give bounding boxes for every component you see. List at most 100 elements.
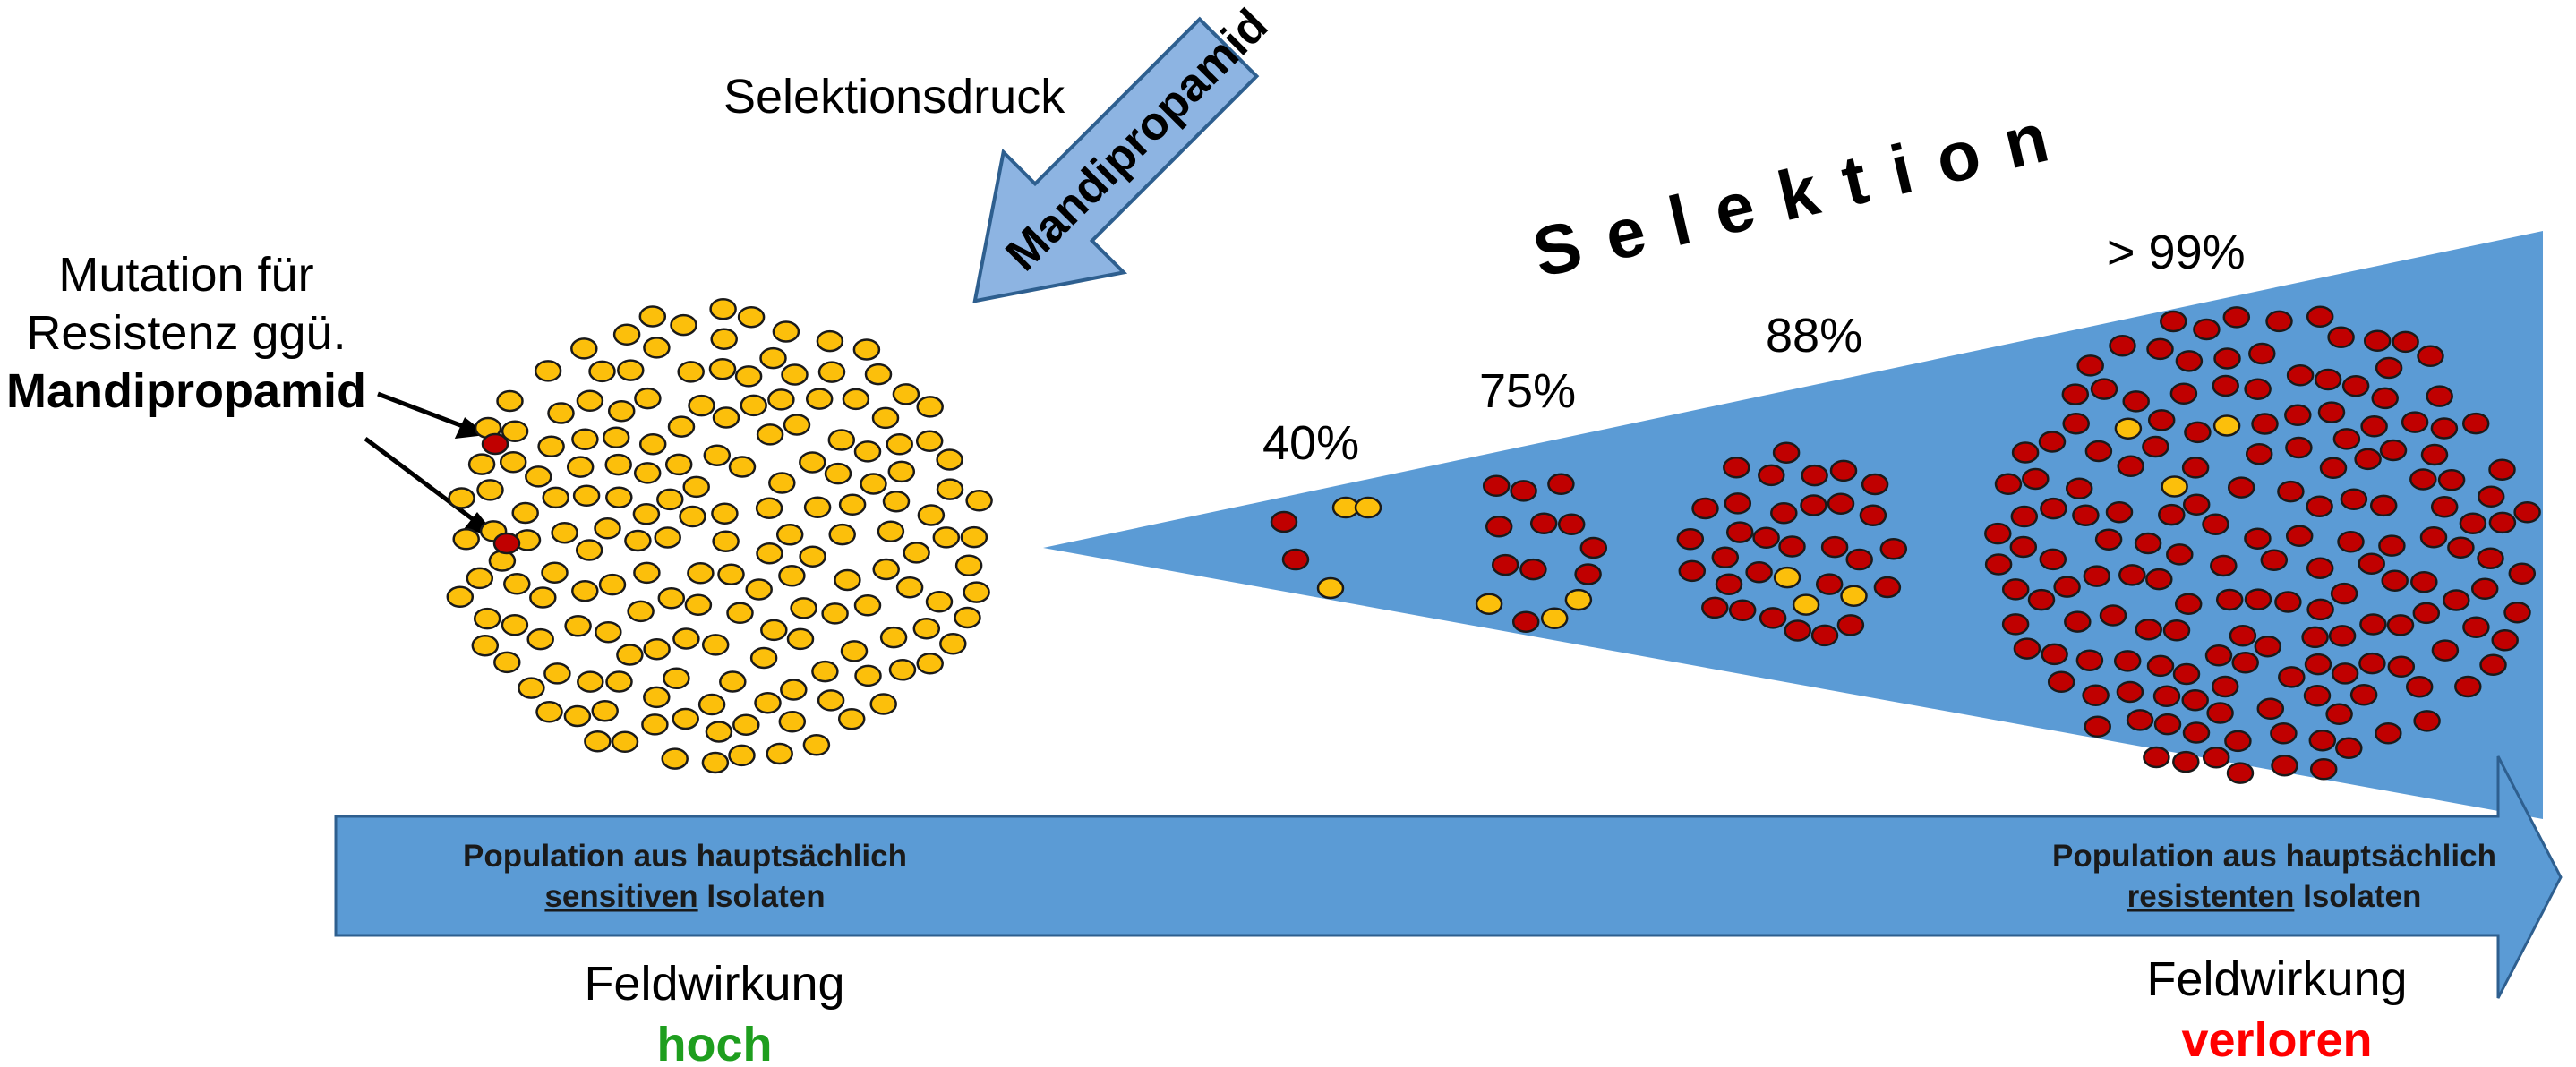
resistant-isolate-dot — [2210, 554, 2238, 577]
population-arrow — [334, 755, 2563, 999]
resistant-isolate-dot — [2437, 469, 2466, 491]
sensitive-isolate-dot — [471, 634, 500, 657]
resistant-isolate-dot — [2224, 730, 2252, 753]
sensitive-isolate-dot — [518, 677, 545, 699]
resistant-isolate-dot — [2229, 624, 2257, 647]
resistant-isolate-dot — [2284, 404, 2312, 427]
sensitive-isolate-dot — [602, 426, 630, 449]
resistant-isolate-dot — [2454, 675, 2482, 698]
sensitive-isolate-dot — [740, 394, 767, 417]
sensitive-isolate-dot — [687, 562, 715, 585]
sensitive-isolate-dot — [638, 432, 667, 456]
sensitive-isolate-dot — [677, 361, 705, 383]
sensitive-isolate-dot — [960, 525, 988, 549]
resistant-isolate-dot — [2084, 715, 2111, 738]
resistant-isolate-dot — [2202, 513, 2229, 535]
resistant-isolate-dot — [1579, 536, 1608, 559]
sensitive-isolate-dot — [604, 453, 632, 476]
resistant-isolate-dot — [2420, 443, 2449, 466]
resistant-isolate-dot — [2379, 439, 2408, 462]
sensitive-isolate-dot — [605, 670, 633, 693]
resistant-isolate-dot — [1691, 497, 1719, 520]
sensitive-isolate-dot — [734, 365, 763, 388]
resistant-isolate-dot — [2084, 440, 2113, 463]
resistant-isolate-dot — [2113, 650, 2142, 672]
sensitive-isolate-dot — [594, 517, 621, 540]
resistant-isolate-dot — [2027, 588, 2056, 611]
resistant-isolate-dot — [2222, 306, 2251, 329]
resistant-isolate-dot — [1678, 559, 1707, 583]
sensitive-isolate-dot — [654, 526, 681, 549]
resistant-isolate-dot — [2417, 345, 2444, 368]
resistant-isolate-dot — [1511, 610, 1540, 633]
sensitive-isolate-dot — [780, 679, 808, 701]
sensitive-isolate-dot — [790, 597, 817, 619]
sensitive-isolate-dot — [728, 456, 757, 478]
sensitive-isolate-dot — [887, 460, 916, 483]
resistant-isolate-dot — [2001, 613, 2030, 636]
resistant-isolate-dot — [2166, 543, 2194, 566]
resistant-isolate-dot — [2337, 531, 2365, 553]
sensitive-isolate-dot — [511, 501, 539, 525]
resistant-isolate-dot — [2213, 347, 2241, 370]
resistant-isolate-dot — [1784, 619, 1811, 642]
resistant-isolate-dot — [2041, 643, 2068, 666]
sensitive-isolate-dot — [853, 594, 882, 617]
sensitive-isolate-dot — [954, 606, 981, 629]
sensitive-isolate-dot — [852, 338, 881, 361]
resistant-isolate-dot — [2076, 354, 2104, 377]
sensitive-isolate-dot — [541, 561, 569, 584]
pressure-label: Selektionsdruck — [723, 70, 1065, 124]
sensitive-isolate-dot — [571, 428, 599, 450]
resistant-isolate-dot — [2075, 649, 2104, 671]
resistant-isolate-dot — [2304, 653, 2332, 676]
resistant-isolate-dot — [2169, 382, 2198, 405]
sensitive-isolate-dot — [916, 396, 944, 418]
sensitive-isolate-dot — [828, 523, 856, 546]
sensitive-isolate-dot — [759, 346, 787, 370]
resistant-isolate-dot — [2278, 666, 2306, 688]
sensitive-isolate-dot — [712, 530, 740, 552]
resistant-isolate-dot — [1529, 512, 1558, 535]
sensitive-isolate-dot — [564, 615, 592, 637]
stage-percent-3: 88% — [1766, 309, 1862, 363]
sensitive-isolate-dot — [799, 451, 826, 474]
sensitive-isolate-dot — [641, 713, 669, 736]
resistant-isolate-dot — [2105, 500, 2134, 524]
sensitive-isolate-dot — [912, 617, 941, 640]
mutant-dot — [492, 532, 521, 555]
resistant-isolate-dot — [2094, 528, 2123, 551]
sensitive-isolate-dot — [709, 297, 737, 320]
resistant-isolate-dot — [1758, 464, 1785, 487]
sensitive-isolate-dot — [939, 633, 967, 655]
resistant-isolate-dot — [2072, 504, 2100, 526]
resistant-isolate-dot — [2503, 601, 2531, 624]
sensitive-isolate-dot — [816, 329, 844, 353]
resistant-isolate-dot — [2375, 722, 2402, 745]
resistant-isolate-dot — [2062, 412, 2090, 435]
sensitive-isolate-dot — [624, 529, 652, 552]
sensitive-isolate-dot — [705, 721, 733, 743]
sensitive-isolate-dot — [963, 581, 990, 603]
selection-label: Selektion — [1526, 91, 2082, 292]
resistant-isolate-dot — [2135, 618, 2162, 641]
resistant-isolate-dot — [2306, 557, 2334, 579]
resistant-isolate-dot — [2204, 644, 2233, 667]
resistant-isolate-dot — [2172, 750, 2200, 773]
resistant-isolate-dot — [2226, 762, 2255, 784]
sensitive-isolate-dot — [932, 526, 961, 549]
resistant-isolate-dot — [2491, 629, 2519, 652]
sensitive-isolate-dot — [473, 607, 501, 630]
stage-3-population — [1676, 441, 1908, 647]
sensitive-isolate-dot — [732, 713, 760, 736]
sensitive-isolate-dot — [754, 691, 782, 714]
sensitive-isolate-dot — [760, 619, 788, 642]
resistant-isolate-dot — [2410, 570, 2438, 593]
resistant-isolate-dot — [2145, 568, 2173, 591]
sensitive-isolate-dot — [745, 578, 773, 601]
resistant-isolate-dot — [1759, 607, 1787, 629]
resistant-isolate-dot — [2327, 326, 2355, 349]
resistant-isolate-dot — [2306, 598, 2334, 621]
resistant-isolate-dot — [2285, 436, 2313, 459]
resistant-isolate-dot — [1745, 560, 1773, 584]
